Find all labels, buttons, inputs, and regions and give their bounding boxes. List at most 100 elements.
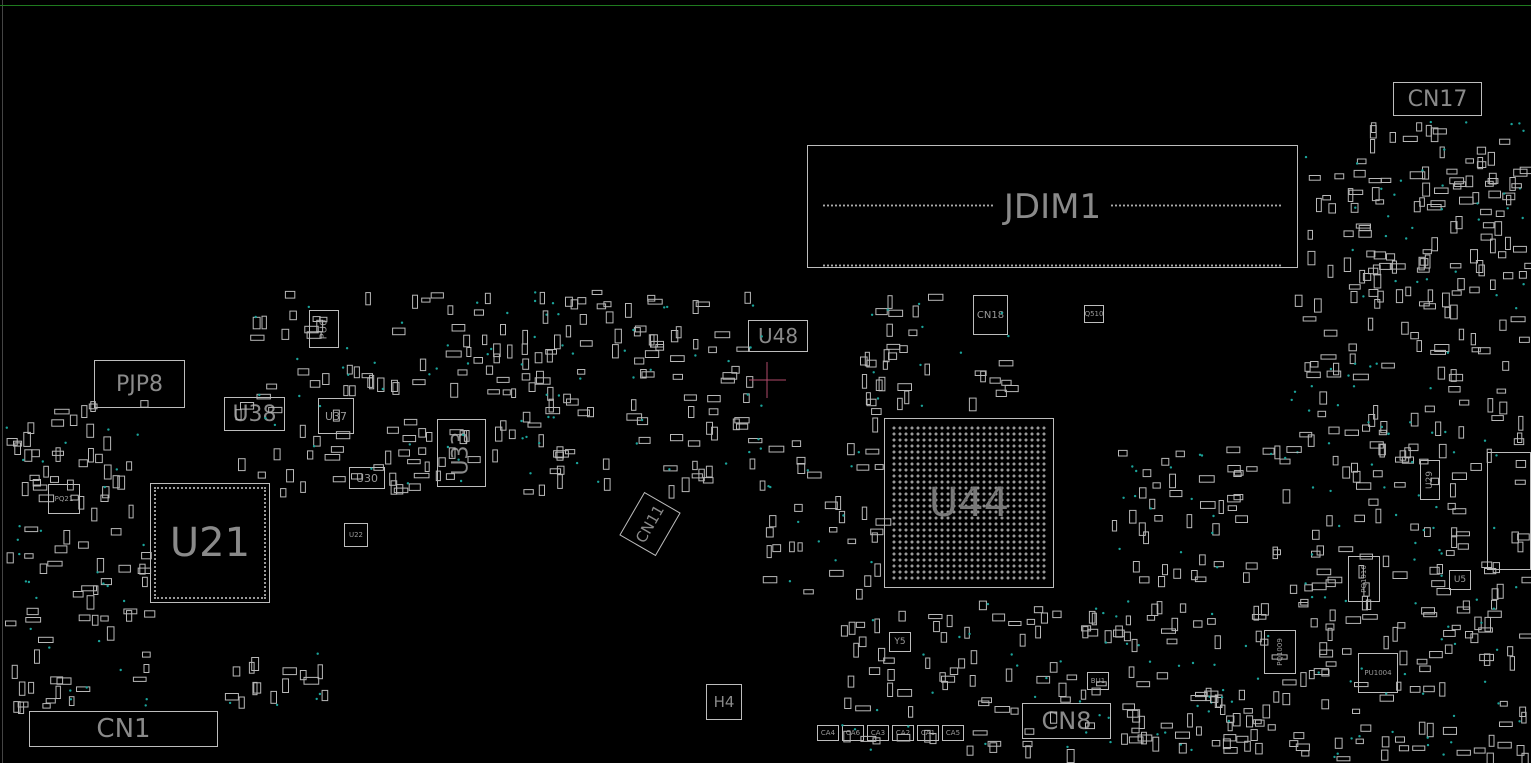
component-ca4[interactable]: CA4 <box>817 725 839 741</box>
smd-pad-outline <box>330 446 344 453</box>
component-cn17[interactable]: CN17 <box>1393 82 1482 116</box>
component-cn18[interactable]: CN18 <box>973 295 1008 335</box>
component-jdim1[interactable]: JDIM1 <box>807 145 1298 268</box>
component-u22[interactable]: U22 <box>344 523 368 547</box>
smd-pad-outline <box>1342 648 1352 655</box>
smd-pad-outline <box>1205 687 1212 702</box>
smd-pad-outline <box>577 297 587 305</box>
smd-pad-outline <box>1372 470 1383 478</box>
smd-pad-outline <box>24 526 39 533</box>
component-pu1004[interactable]: PU1004 <box>1358 653 1398 693</box>
via-dot <box>1442 753 1445 756</box>
via-dot <box>341 366 345 369</box>
smd-pad-outline <box>875 518 892 526</box>
smd-pad-outline <box>103 464 112 480</box>
component-ca2[interactable]: CA2 <box>892 725 914 741</box>
component-u48[interactable]: U48 <box>748 320 808 352</box>
smd-pad-outline <box>1350 291 1358 304</box>
smd-pad-outline <box>1211 740 1221 747</box>
component-ca5[interactable]: CA5 <box>942 725 964 741</box>
smd-pad-outline <box>1379 694 1394 702</box>
component-bu1[interactable]: BU1 <box>1087 672 1109 690</box>
via-dot <box>1177 664 1181 667</box>
smd-pad-outline <box>1274 445 1281 460</box>
smd-pad-outline <box>765 527 774 538</box>
component-u38[interactable]: U38 <box>224 397 285 431</box>
smd-pad-outline <box>1436 564 1443 575</box>
smd-pad-outline <box>38 494 55 503</box>
smd-pad-outline <box>377 377 385 392</box>
smd-pad-outline <box>1333 362 1340 376</box>
smd-pad-outline <box>1362 273 1372 281</box>
smd-pad-outline <box>353 366 360 379</box>
smd-pad-outline <box>1478 627 1493 633</box>
component-ca6[interactable]: CA6 <box>842 725 864 741</box>
via-dot <box>1267 634 1270 638</box>
via-dot <box>842 514 845 517</box>
via-dot <box>1164 731 1167 734</box>
component-cn8[interactable]: CN8 <box>1022 703 1111 739</box>
via-dot <box>986 602 990 606</box>
smd-pad-outline <box>1399 450 1407 461</box>
component-u21[interactable]: U21 <box>150 483 270 603</box>
smd-pad-outline <box>1399 650 1408 666</box>
pu1004-label: PU1004 <box>1364 669 1392 677</box>
jdim1-label: JDIM1 <box>993 186 1112 227</box>
smd-pad-outline <box>1450 483 1456 498</box>
smd-pad-outline <box>450 382 459 398</box>
smd-pad-outline <box>1459 196 1474 205</box>
component-y5[interactable]: Y5 <box>889 632 911 652</box>
smd-pad-outline <box>68 696 75 707</box>
smd-pad-outline <box>473 309 484 316</box>
component-pu6[interactable]: PU6 <box>309 310 339 348</box>
smd-pad-outline <box>557 474 563 489</box>
via-dot <box>318 404 322 408</box>
component-pq1016[interactable]: PQ1016 <box>1348 556 1380 602</box>
component-u5[interactable]: U5 <box>1449 570 1471 590</box>
component-pq1009[interactable]: PQ1009 <box>1264 630 1296 674</box>
via-dot <box>1059 660 1062 663</box>
smd-pad-outline <box>1475 260 1484 273</box>
via-dot <box>1304 155 1308 159</box>
smd-pad-outline <box>1373 251 1387 260</box>
smd-pad-outline <box>1434 187 1449 194</box>
component-q510[interactable]: Q510 <box>1084 305 1104 323</box>
via-dot <box>345 347 349 350</box>
smd-pad-outline <box>21 482 29 497</box>
component-ca3[interactable]: CA3 <box>867 725 889 741</box>
component-pjp8[interactable]: PJP8 <box>94 360 185 408</box>
via-dot <box>1411 460 1414 464</box>
smd-pad-outline <box>1310 361 1319 368</box>
component-u33[interactable]: U33 <box>437 419 486 487</box>
component-pq21[interactable]: PQ21 <box>48 484 80 514</box>
smd-pad-outline <box>78 496 85 510</box>
component-ca1[interactable]: CA1 <box>917 725 939 741</box>
via-dot <box>122 599 126 603</box>
via-dot <box>1115 615 1118 618</box>
smd-pad-outline <box>855 621 866 628</box>
smd-pad-outline <box>103 436 112 451</box>
smd-pad-outline <box>796 456 806 465</box>
smd-pad-outline <box>132 676 147 682</box>
smd-pad-outline <box>496 376 510 383</box>
component-h4[interactable]: H4 <box>706 684 742 720</box>
via-dot <box>1304 582 1307 585</box>
smd-pad-outline <box>1152 482 1161 489</box>
via-dot <box>1432 526 1435 530</box>
smd-pad-outline <box>1486 752 1494 763</box>
smd-pad-outline <box>736 423 749 430</box>
smd-pad-outline <box>736 346 750 352</box>
via-dot <box>347 373 350 376</box>
component-u44[interactable]: U44 <box>884 418 1054 588</box>
smd-pad-outline <box>313 435 321 447</box>
via-dot <box>64 441 67 444</box>
via-dot <box>663 306 666 309</box>
via-dot <box>632 328 635 332</box>
smd-pad-outline <box>1327 576 1343 584</box>
smd-pad-outline <box>898 610 906 622</box>
smd-pad-outline <box>860 735 877 742</box>
component-u29[interactable]: U29 <box>1420 460 1440 500</box>
smd-pad-outline <box>1381 736 1390 748</box>
component-cn1[interactable]: CN1 <box>29 711 218 747</box>
